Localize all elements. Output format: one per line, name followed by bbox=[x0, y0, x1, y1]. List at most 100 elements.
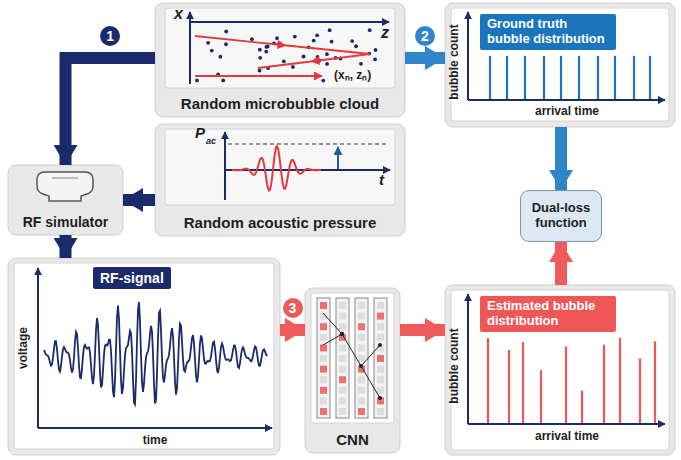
microbubble bbox=[258, 48, 262, 52]
illustration-part bbox=[377, 366, 384, 373]
panel-ground bbox=[445, 3, 675, 127]
illustration-part bbox=[320, 323, 327, 330]
illustration-part bbox=[320, 334, 327, 341]
axis-label: arrival time bbox=[535, 430, 599, 443]
illustration-part bbox=[377, 387, 384, 394]
axis-label: arrival time bbox=[535, 105, 599, 118]
axis-line bbox=[467, 294, 469, 424]
microbubble bbox=[195, 79, 199, 83]
panel-ground bbox=[8, 258, 280, 455]
axis-label: bubble count bbox=[448, 328, 461, 403]
axis-label: t bbox=[379, 172, 384, 189]
loss-box: Dual-loss function bbox=[520, 190, 602, 242]
illustration-part bbox=[339, 397, 346, 404]
illustration-part bbox=[560, 56, 562, 99]
illustration-part bbox=[377, 376, 384, 383]
panel-ground bbox=[155, 124, 405, 236]
illustration-part bbox=[581, 391, 583, 423]
illustration-part bbox=[361, 366, 380, 398]
flow-arrow bbox=[555, 242, 567, 285]
microbubble bbox=[321, 79, 325, 83]
illustration-part bbox=[639, 358, 641, 423]
illustration-part bbox=[320, 355, 327, 362]
flow-arrow bbox=[555, 127, 567, 190]
transducer-icon bbox=[37, 172, 93, 201]
microbubble bbox=[218, 55, 222, 59]
transducer-shine bbox=[52, 177, 78, 179]
panel-ground bbox=[305, 288, 400, 453]
bubble-spikes bbox=[488, 338, 655, 423]
illustration-part bbox=[339, 323, 346, 330]
microbubble bbox=[354, 44, 358, 48]
illustration-part bbox=[358, 387, 365, 394]
illustration-part bbox=[489, 56, 491, 99]
axis-label: x bbox=[174, 5, 183, 23]
amplitude-arrow bbox=[337, 147, 339, 169]
microbubble bbox=[293, 35, 297, 39]
microbubble bbox=[221, 79, 225, 83]
microbubble bbox=[258, 56, 262, 60]
axis-line bbox=[190, 21, 389, 23]
illustration-part bbox=[654, 341, 656, 423]
cnn-box: CNN bbox=[305, 288, 400, 453]
flow-arrow bbox=[123, 194, 155, 206]
illustration-part bbox=[377, 408, 384, 415]
microbubble bbox=[368, 28, 372, 32]
panel-heading: Ground truth bubble distribution bbox=[480, 14, 616, 50]
microbubble bbox=[224, 30, 228, 34]
illustration-part bbox=[317, 298, 330, 418]
illustration-part bbox=[339, 408, 346, 415]
axis-line bbox=[468, 423, 665, 425]
microbubble bbox=[206, 41, 210, 45]
callout-number: 1 bbox=[100, 26, 120, 46]
microbubble bbox=[224, 42, 228, 46]
illustration-part bbox=[323, 313, 342, 334]
illustration-part bbox=[342, 334, 361, 366]
panel-ground bbox=[8, 165, 123, 235]
illustration-part bbox=[8, 3, 675, 455]
microbubble bbox=[264, 50, 268, 54]
axis-label: voltage bbox=[17, 327, 30, 369]
illustration-part bbox=[358, 344, 365, 351]
illustration-part bbox=[633, 56, 635, 99]
axis-label: bubble count bbox=[448, 24, 461, 99]
box-label: Random acoustic pressure bbox=[184, 214, 377, 231]
illustration-part bbox=[619, 338, 621, 423]
illustration-part bbox=[339, 387, 346, 394]
illustration-part bbox=[339, 355, 346, 362]
microbubble bbox=[328, 28, 332, 32]
illustration-part bbox=[339, 366, 346, 373]
plot-ground bbox=[311, 293, 394, 423]
microbubble-dots bbox=[195, 28, 377, 82]
flow-arrow bbox=[405, 52, 445, 64]
illustration-part bbox=[377, 313, 384, 320]
axis-line bbox=[468, 99, 665, 101]
microbubble bbox=[359, 62, 363, 66]
illustration-part bbox=[339, 344, 346, 351]
illustration-part bbox=[320, 376, 327, 383]
illustration-part bbox=[358, 334, 365, 341]
callout-number: 3 bbox=[283, 298, 303, 318]
position-label: (xₙ, zₙ) bbox=[334, 69, 371, 82]
axis-label: time bbox=[143, 434, 168, 447]
illustration-part bbox=[378, 343, 382, 347]
illustration-part bbox=[377, 323, 384, 330]
illustration-part bbox=[336, 298, 349, 418]
microbubble bbox=[315, 33, 319, 37]
illustration-part bbox=[374, 298, 387, 418]
callout-number: 2 bbox=[415, 26, 435, 46]
flow-arrow bbox=[60, 235, 72, 258]
flow-arrow bbox=[280, 324, 305, 336]
box-label: Random microbubble cloud bbox=[181, 95, 379, 112]
illustration-part bbox=[323, 334, 342, 345]
box-label: RF simulator bbox=[23, 214, 109, 230]
panel-heading: Estimated bubble distribution bbox=[480, 296, 616, 332]
panel-heading: RF-signal bbox=[93, 267, 171, 289]
illustration-part bbox=[378, 396, 382, 400]
illustration-part bbox=[320, 344, 327, 351]
microbubble bbox=[330, 40, 334, 44]
illustration-part bbox=[358, 397, 365, 404]
illustration-part bbox=[565, 346, 567, 423]
panel-ground bbox=[155, 3, 405, 117]
wave-ray bbox=[195, 36, 370, 54]
